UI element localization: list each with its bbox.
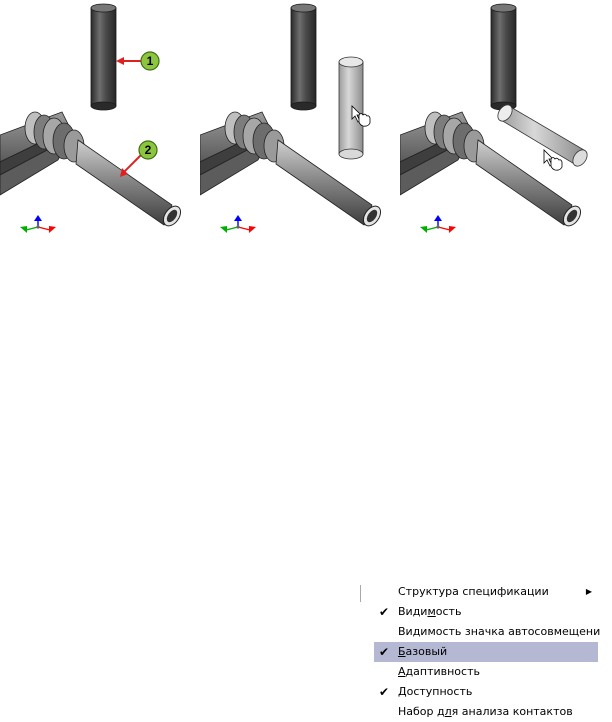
menu-item-accelerator: Д: [398, 685, 407, 698]
menu-item-label: Видимость значка автосовмещения: [398, 622, 600, 642]
menu-item-label: Структура спецификации: [398, 582, 549, 602]
viewport-panel-3[interactable]: [400, 0, 600, 250]
menu-item-grounded[interactable]: ✔ Базовый: [374, 642, 598, 662]
callout-arrow-1: [116, 57, 142, 65]
menu-item-text: азовый: [405, 645, 448, 658]
menu-item-label: Видимость: [398, 602, 461, 622]
menu-item-enabled[interactable]: ✔ Доступность: [374, 682, 598, 702]
viewport-panel-2[interactable]: [200, 0, 400, 250]
menu-item-accelerator: л: [444, 705, 452, 718]
axis-triad-icon: [219, 214, 257, 234]
menu-item-text: оступность: [406, 685, 473, 698]
drag-cursor-icon: [351, 105, 371, 127]
menu-item-label: Адаптивность: [398, 662, 480, 682]
callout-badge-2: 2: [138, 140, 158, 160]
callout-number-2: 2: [145, 143, 152, 157]
ghost-cylinder-aligned[interactable]: [495, 102, 590, 169]
menu-item-contact-set[interactable]: Набор для анализа контактов: [374, 702, 598, 722]
checkmark-icon: ✔: [378, 685, 390, 699]
assembly-model[interactable]: [0, 111, 185, 230]
submenu-arrow-icon: ▶: [585, 587, 592, 596]
menu-item-text: Набор д: [398, 705, 445, 718]
menu-item-visibility[interactable]: ✔ Видимость: [374, 602, 598, 622]
checkmark-icon: ✔: [378, 605, 390, 619]
checkmark-icon: ✔: [378, 645, 390, 659]
drag-cursor-icon: [543, 149, 563, 171]
menu-item-text: ость: [435, 605, 462, 618]
menu-item-accelerator: м: [427, 605, 436, 618]
menu-item-bom-structure[interactable]: Структура спецификации ▶: [374, 582, 598, 602]
callout-arrow-2: [120, 154, 142, 177]
dark-cylinder[interactable]: [90, 3, 117, 111]
menu-item-autosnap-visibility[interactable]: Видимость значка автосовмещения: [374, 622, 600, 642]
menu-item-label: Базовый: [398, 642, 447, 662]
menu-item-label: Набор для анализа контактов: [398, 702, 573, 722]
menu-item-label: Доступность: [398, 682, 472, 702]
menu-item-accelerator: Б: [398, 645, 406, 658]
menu-item-text: Структура спецификации: [398, 585, 549, 598]
menu-item-text: Видимость значка автосовмещения: [398, 625, 600, 638]
ghost-cylinder-dragged[interactable]: [338, 56, 364, 160]
callout-number-1: 1: [147, 54, 154, 68]
menu-item-accelerator: А: [398, 665, 406, 678]
menu-item-text: даптивность: [405, 665, 480, 678]
menu-item-text: Види: [398, 605, 428, 618]
callout-badge-1: 1: [140, 51, 160, 71]
axis-triad-icon: [419, 214, 457, 234]
menu-left-separator: [360, 585, 361, 602]
viewport-panel-1[interactable]: 1 2: [0, 0, 200, 250]
menu-item-text: я анализа контактов: [451, 705, 573, 718]
axis-triad-icon: [19, 214, 57, 234]
dark-cylinder[interactable]: [490, 3, 517, 111]
menu-item-adaptive[interactable]: Адаптивность: [374, 662, 598, 682]
dark-cylinder[interactable]: [290, 3, 317, 111]
